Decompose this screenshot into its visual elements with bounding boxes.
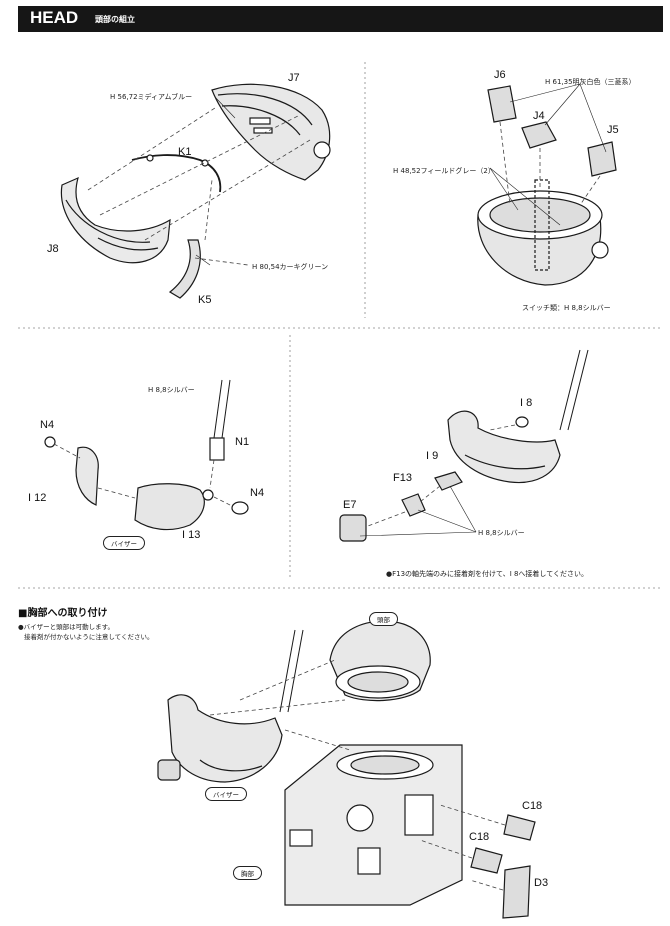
header-bar (18, 6, 663, 32)
step1-art (60, 83, 331, 299)
part-label-n1: N1 (235, 436, 250, 448)
step2-leaders (499, 121, 601, 206)
step4-leaders (367, 424, 516, 527)
switch-note: スイッチ類：H 8,8シルバー (522, 304, 611, 312)
paint-note-silver-parts: H 8,8シルバー (478, 529, 525, 537)
part-label-j7: J7 (288, 72, 300, 84)
step4-paint-leaders (359, 485, 477, 537)
section-title-chest: ■胸部への取り付け (18, 608, 108, 619)
step5-leaders (209, 659, 506, 891)
part-label-j4: J4 (533, 110, 545, 122)
glue-note: ●F13の軸先端のみに接着剤を付けて、I 8へ接着してください。 (386, 570, 589, 578)
head-tag: 頭部 (369, 612, 398, 626)
step2-paint-leaders (489, 83, 607, 226)
step1-paint-leaders (195, 96, 236, 266)
part-label-i13: I 13 (182, 529, 201, 541)
part-label-n4-cap: N4 (40, 419, 55, 431)
part-label-i9: I 9 (426, 450, 439, 462)
part-label-i12: I 12 (28, 492, 47, 504)
part-label-k5: K5 (198, 294, 212, 306)
part-label-k1: K1 (178, 146, 192, 158)
step3-leaders (53, 443, 233, 507)
part-label-c18-lower: C18 (469, 831, 490, 843)
paint-note-ijn-gray: H 61,35明灰白色（三菱系） (545, 78, 636, 86)
part-label-j6: J6 (494, 69, 506, 81)
step3-art (44, 379, 249, 531)
step2-art (477, 85, 617, 286)
visor-tag-chest: バイザー (205, 787, 247, 801)
paint-note-medium-blue: H 56,72ミディアムブルー (110, 93, 193, 101)
part-label-n4-pin: N4 (250, 487, 265, 499)
step5-art (157, 620, 536, 919)
part-label-d3: D3 (534, 877, 549, 889)
part-label-j5: J5 (607, 124, 619, 136)
step4-art (339, 349, 589, 542)
visor-tag: バイザー (103, 536, 145, 550)
paint-note-field-gray: H 48,52フィールドグレー（2） (393, 167, 495, 175)
part-label-j8: J8 (47, 243, 59, 255)
part-label-c18-upper: C18 (522, 800, 543, 812)
part-label-i8: I 8 (520, 397, 533, 409)
chest-tag: 胸部 (233, 866, 262, 880)
part-label-f13: F13 (393, 472, 412, 484)
paint-note-silver-n1: H 8,8シルバー (148, 386, 195, 394)
page-title: HEAD (30, 8, 79, 27)
page-subtitle: 頭部の組立 (95, 15, 135, 24)
panel-dividers (18, 62, 660, 589)
part-label-e7: E7 (343, 499, 357, 511)
step1-leaders (87, 107, 311, 266)
paint-note-khaki-green: H 80,54カーキグリーン (252, 263, 329, 271)
movable-note: ●バイザーと頭部は可動します。 (18, 623, 115, 631)
glue-caution-note: 接着剤が付かないように注意してください。 (24, 633, 154, 641)
